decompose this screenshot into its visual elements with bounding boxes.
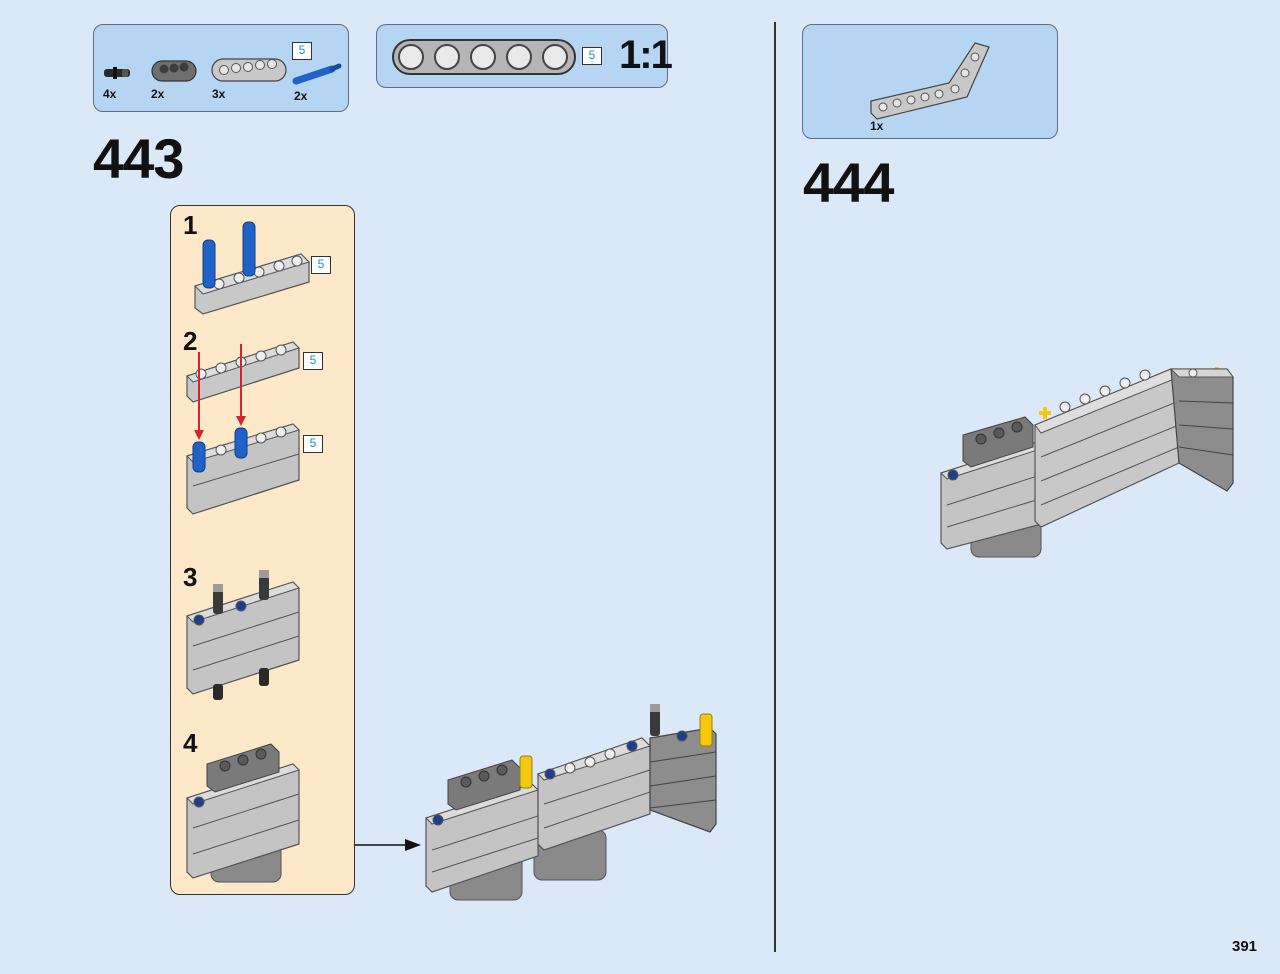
length-badge: 5 <box>582 47 602 65</box>
substep-4-illustration <box>186 743 300 883</box>
beam-3-dark-grey-icon <box>151 60 197 82</box>
parts-list-444: 1x <box>802 24 1058 139</box>
substep-number: 3 <box>183 562 198 592</box>
length-badge: 5 <box>303 435 323 453</box>
substep-1-illustration <box>194 221 310 315</box>
parts-list-443: 4x 2x 3x 5 2x <box>93 24 349 112</box>
part-qty: 2x <box>151 87 165 101</box>
axle-pin-blue-icon <box>292 63 342 85</box>
friction-pin-black-icon <box>104 67 130 79</box>
part-qty: 4x <box>103 87 117 101</box>
part-qty: 3x <box>212 87 226 101</box>
substep-panel: 1 5 2 5 5 3 <box>170 205 355 895</box>
substep-3-illustration <box>186 570 300 700</box>
page-number: 391 <box>1232 938 1258 955</box>
beam-5-scale-icon <box>392 39 576 75</box>
scale-reference-box: 5 1:1 <box>376 24 673 88</box>
substep-number: 1 <box>183 210 198 240</box>
length-badge: 5 <box>292 42 312 60</box>
step-number-444: 444 <box>803 151 894 214</box>
bent-beam-light-grey-icon <box>870 42 990 120</box>
beam-5-light-grey-icon <box>211 58 287 82</box>
page-divider <box>774 22 776 952</box>
step-number-443: 443 <box>93 127 184 190</box>
step-444-assembly <box>940 367 1234 558</box>
substep-number: 2 <box>183 326 198 356</box>
length-badge: 5 <box>303 352 323 370</box>
scale-label: 1:1 <box>619 33 673 77</box>
substep-number: 4 <box>183 728 198 758</box>
substep-2-illustration <box>186 341 300 515</box>
callout-arrow <box>355 839 421 851</box>
part-qty: 2x <box>294 89 308 103</box>
length-badge: 5 <box>311 256 331 274</box>
step-443-assembly <box>425 704 717 901</box>
part-qty: 1x <box>870 119 884 133</box>
